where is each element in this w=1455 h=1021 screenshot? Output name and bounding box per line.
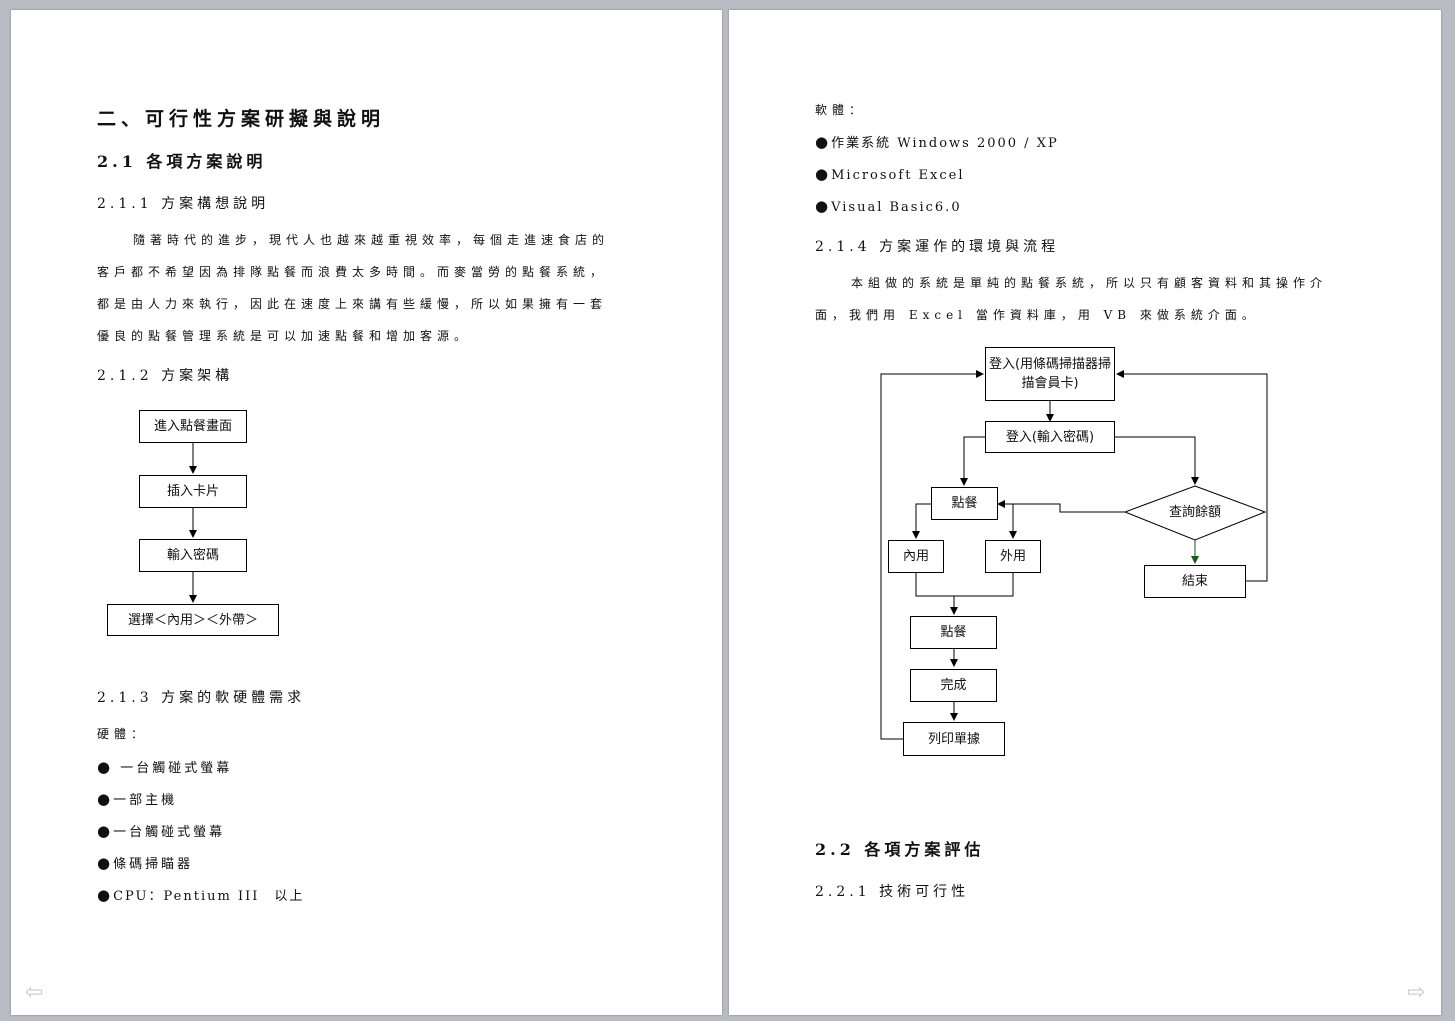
bullet-icon: ● bbox=[815, 165, 829, 183]
document-page-left: 二、可行性方案研擬與說明 2.1 各項方案說明 2.1.1 方案構想說明 隨著時… bbox=[11, 10, 722, 1015]
flow2-login-password: 登入(輸入密碼) bbox=[985, 421, 1115, 453]
heading-2-1-2: 2.1.2 方案架構 bbox=[97, 368, 234, 384]
flow1-insert-card: 插入卡片 bbox=[139, 475, 247, 508]
hardware-item: ●一台觸碰式螢幕 bbox=[97, 822, 226, 840]
hardware-label: 硬體： bbox=[97, 727, 149, 741]
heading-2-1-1: 2.1.1 方案構想說明 bbox=[97, 196, 270, 212]
paragraph-line: 本組做的系統是單純的點餐系統，所以只有顧客資料和其操作介 bbox=[851, 276, 1328, 290]
paragraph-line: 優良的點餐管理系統是可以加速點餐和增加客源。 bbox=[97, 329, 472, 343]
document-page-right: 軟體： ●作業系統 Windows 2000 / XP ●Microsoft E… bbox=[729, 10, 1441, 1015]
bullet-icon: ● bbox=[815, 133, 829, 151]
software-item: ●作業系統 Windows 2000 / XP bbox=[815, 133, 1059, 151]
hardware-item: ●一部主機 bbox=[97, 790, 178, 808]
paragraph-line: 隨著時代的進步，現代人也越來越重視效率，每個走進速食店的 bbox=[133, 233, 610, 247]
flow2-query-diamond bbox=[1123, 485, 1267, 541]
flowchart-2-arrows bbox=[880, 370, 1268, 740]
flow2-end: 結束 bbox=[1144, 565, 1246, 598]
flow2-done: 完成 bbox=[910, 669, 997, 702]
bullet-icon: ● bbox=[97, 822, 111, 840]
flow2-print-receipt: 列印單據 bbox=[903, 722, 1005, 756]
heading-2-1-3: 2.1.3 方案的軟硬體需求 bbox=[97, 690, 306, 706]
software-item: ●Microsoft Excel bbox=[815, 165, 965, 183]
flow1-enter-order-screen: 進入點餐畫面 bbox=[139, 410, 247, 443]
bullet-icon: ● bbox=[97, 758, 111, 776]
software-label: 軟體： bbox=[815, 103, 867, 117]
flow2-login-scan: 登入(用條碼掃描器掃描會員卡) bbox=[985, 347, 1115, 401]
flow2-take-out: 外用 bbox=[985, 540, 1041, 573]
bullet-icon: ● bbox=[97, 854, 111, 872]
paragraph-line: 面，我們用 Excel 當作資料庫，用 VB 來做系統介面。 bbox=[815, 308, 1259, 322]
heading-2-1-4: 2.1.4 方案運作的環境與流程 bbox=[815, 239, 1060, 255]
flow1-select-dine-option: 選擇＜內用＞＜外帶＞ bbox=[107, 604, 279, 636]
flow1-enter-password: 輸入密碼 bbox=[139, 539, 247, 572]
hardware-item: ●CPU：Pentium III 以上 bbox=[97, 886, 305, 904]
left-arrow-icon[interactable]: ⇦ bbox=[25, 980, 44, 1005]
hardware-item: ●條碼掃瞄器 bbox=[97, 854, 194, 872]
heading-2-1: 2.1 各項方案說明 bbox=[97, 152, 267, 171]
paragraph-line: 客戶都不希望因為排隊點餐而浪費太多時間。而麥當勞的點餐系統， bbox=[97, 265, 608, 279]
heading-2-2: 2.2 各項方案評估 bbox=[815, 840, 985, 859]
paragraph-line: 都是由人力來執行，因此在速度上來講有些緩慢，所以如果擁有一套 bbox=[97, 297, 608, 311]
heading-chapter-2: 二、可行性方案研擬與說明 bbox=[97, 108, 386, 130]
flow2-order: 點餐 bbox=[931, 487, 998, 520]
bullet-icon: ● bbox=[815, 197, 829, 215]
software-item: ●Visual Basic6.0 bbox=[815, 197, 962, 215]
flow2-order-again: 點餐 bbox=[910, 616, 997, 649]
bullet-icon: ● bbox=[97, 886, 111, 904]
flow2-query-balance: 查詢餘額 bbox=[1168, 504, 1221, 520]
heading-2-2-1: 2.2.1 技術可行性 bbox=[815, 884, 970, 900]
flow2-dine-in: 內用 bbox=[888, 540, 944, 573]
hardware-item: ● 一台觸碰式螢幕 bbox=[97, 758, 233, 776]
right-arrow-icon[interactable]: ⇨ bbox=[1407, 980, 1426, 1005]
bullet-icon: ● bbox=[97, 790, 111, 808]
flowchart-1-arrows bbox=[189, 442, 197, 603]
